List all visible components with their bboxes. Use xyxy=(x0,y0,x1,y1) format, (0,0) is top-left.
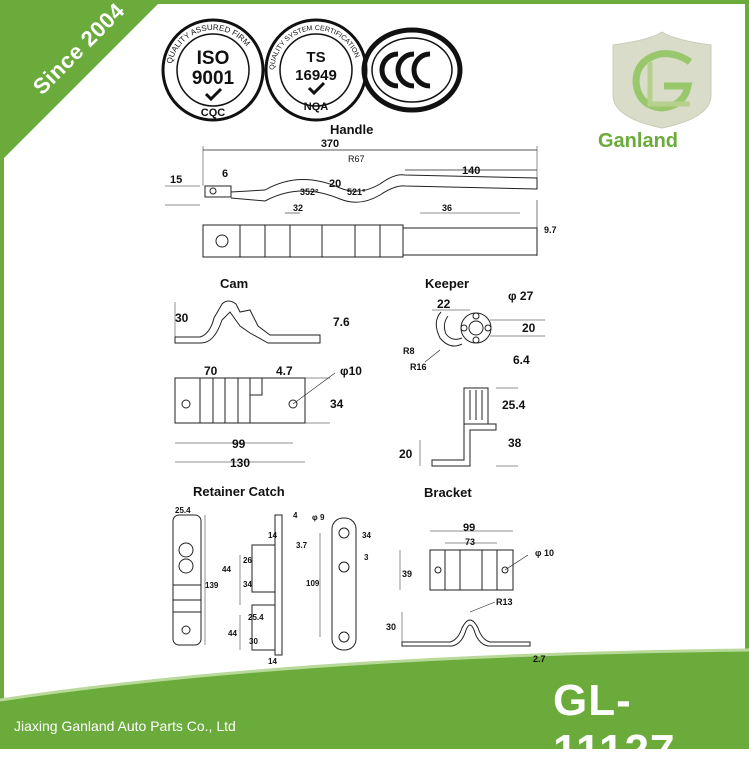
dim-keeper-20: 20 xyxy=(522,321,536,335)
section-title-retainer: Retainer Catch xyxy=(193,484,285,499)
dim-bracket-r13: R13 xyxy=(496,597,513,607)
model-number: GL-11127 xyxy=(553,676,676,775)
section-title-handle: Handle xyxy=(330,122,374,137)
handle-drawing xyxy=(165,146,538,258)
keeper-dimensions: 22 φ 27 20 R8 R16 6.4 25.4 38 20 xyxy=(399,289,536,461)
cam-drawing xyxy=(174,300,336,463)
footer-wave-highlight xyxy=(0,648,749,702)
dim-retainer-14b: 14 xyxy=(268,657,277,666)
dim-cam-130: 130 xyxy=(230,456,250,470)
ccc-seal xyxy=(361,27,463,113)
keeper-drawing xyxy=(419,309,545,467)
dim-keeper-22: 22 xyxy=(437,297,451,311)
bracket-dimensions: 99 73 φ 10 39 R13 30 2.7 xyxy=(386,522,554,664)
dim-handle-36: 36 xyxy=(442,203,452,213)
dim-keeper-r16: R16 xyxy=(410,362,427,372)
dim-retainer-26: 26 xyxy=(243,556,252,565)
dim-bracket-phi10: φ 10 xyxy=(535,548,554,558)
dim-handle-r67: R67 xyxy=(348,154,365,164)
retainer-drawing xyxy=(172,514,357,656)
dim-retainer-phi9: φ 9 xyxy=(312,513,325,522)
dim-keeper-6-4: 6.4 xyxy=(513,353,530,367)
cam-dimensions: 30 7.6 70 4.7 φ10 34 99 130 xyxy=(175,311,362,470)
dim-bracket-2-7: 2.7 xyxy=(533,654,546,664)
dim-retainer-3-7: 3.7 xyxy=(296,541,308,550)
dim-keeper-38: 38 xyxy=(508,436,522,450)
dim-retainer-25-4a: 25.4 xyxy=(175,506,191,515)
dim-retainer-34a: 34 xyxy=(243,580,252,589)
dim-retainer-25-4b: 25.4 xyxy=(248,613,264,622)
dim-cam-4-7: 4.7 xyxy=(276,364,293,378)
dim-handle-140: 140 xyxy=(462,165,480,177)
dim-handle-32: 32 xyxy=(293,203,303,213)
dim-bracket-30: 30 xyxy=(386,622,396,632)
dim-retainer-14a: 14 xyxy=(268,531,277,540)
dim-retainer-34b: 34 xyxy=(362,531,371,540)
dim-retainer-4: 4 xyxy=(293,511,298,520)
dim-cam-phi10: φ10 xyxy=(340,364,362,378)
dim-cam-7-6: 7.6 xyxy=(333,315,350,329)
bracket-drawing xyxy=(399,530,531,647)
footer-band xyxy=(0,650,749,749)
ganland-logo xyxy=(612,31,712,129)
ts-16949-seal: QUALITY SYSTEM CERTIFICATION TS 16949 NQ… xyxy=(264,18,368,122)
svg-text:CQC: CQC xyxy=(201,107,226,119)
product-sheet: QUALITY ASSURED FIRM ISO 9001 CQC QUALIT… xyxy=(0,0,749,749)
dim-bracket-73: 73 xyxy=(465,537,475,547)
dim-cam-99: 99 xyxy=(232,437,246,451)
dim-handle-370: 370 xyxy=(321,138,339,150)
dim-keeper-25-4: 25.4 xyxy=(502,398,526,412)
svg-text:TS: TS xyxy=(306,49,325,66)
section-title-cam: Cam xyxy=(220,276,249,291)
dim-retainer-44a: 44 xyxy=(222,565,231,574)
corner-badge xyxy=(0,0,162,162)
dim-bracket-39: 39 xyxy=(402,569,412,579)
section-title-bracket: Bracket xyxy=(424,485,472,500)
dim-keeper-20b: 20 xyxy=(399,447,413,461)
dim-keeper-r8: R8 xyxy=(403,346,415,356)
dim-bracket-99: 99 xyxy=(463,522,475,534)
svg-text:9001: 9001 xyxy=(192,68,235,89)
dim-handle-352: 352° xyxy=(300,187,319,197)
dim-retainer-44b: 44 xyxy=(228,629,237,638)
handle-dimensions: 370 15 6 R67 20 352° 521° 140 32 36 9.7 xyxy=(170,138,557,235)
brand-name: Ganland xyxy=(598,130,679,152)
dim-cam-34: 34 xyxy=(330,397,344,411)
section-title-keeper: Keeper xyxy=(425,276,470,291)
dim-cam-70: 70 xyxy=(204,364,218,378)
dim-keeper-phi27: φ 27 xyxy=(508,289,534,303)
company-name: Jiaxing Ganland Auto Parts Co., Ltd xyxy=(14,718,236,734)
dim-retainer-139: 139 xyxy=(205,581,219,590)
dim-handle-15: 15 xyxy=(170,174,182,186)
dim-cam-30: 30 xyxy=(175,311,189,325)
dim-handle-521: 521° xyxy=(347,187,366,197)
dim-retainer-109: 109 xyxy=(306,579,320,588)
retainer-dimensions: 25.4 139 4 14 3.7 26 44 34 25.4 44 30 14… xyxy=(175,506,371,666)
iso-9001-seal: QUALITY ASSURED FIRM ISO 9001 CQC xyxy=(161,18,265,122)
dim-handle-9-7: 9.7 xyxy=(544,225,557,235)
svg-text:ISO: ISO xyxy=(197,48,230,69)
dim-retainer-30: 30 xyxy=(249,637,258,646)
svg-text:NQA: NQA xyxy=(304,101,329,113)
svg-text:16949: 16949 xyxy=(295,67,337,84)
dim-handle-6: 6 xyxy=(222,168,228,180)
dim-handle-20: 20 xyxy=(329,178,341,190)
dim-retainer-3: 3 xyxy=(364,553,369,562)
